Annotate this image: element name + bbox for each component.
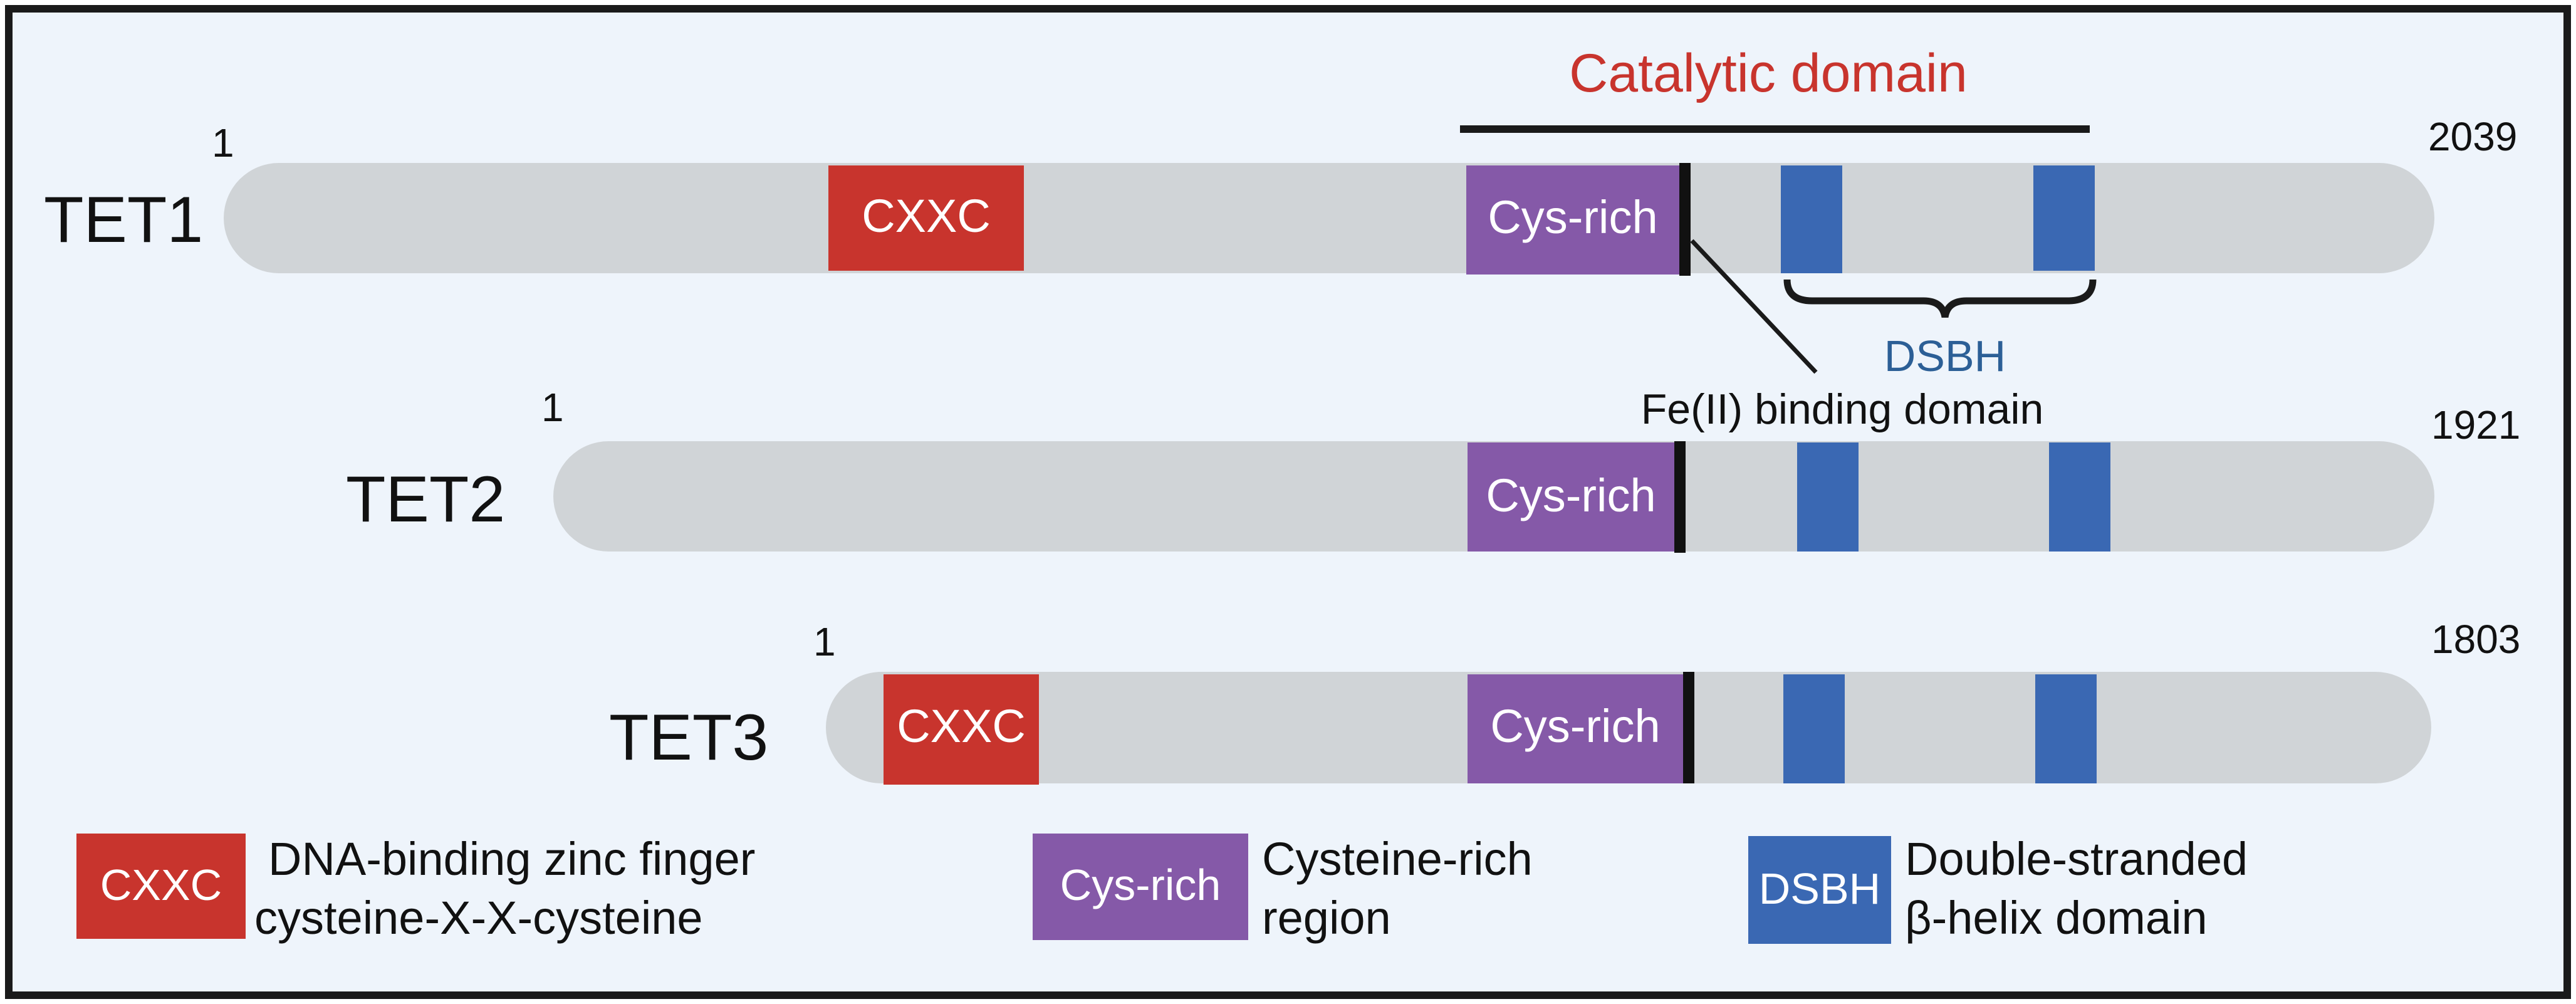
legend-item-dsbh: DSBH Double-stranded β-helix domain — [1748, 833, 2248, 944]
cys-rich-label-tet3: Cys-rich — [1490, 700, 1660, 752]
legend-swatch-dsbh — [1748, 836, 1891, 944]
protein-bar-tet1 — [224, 163, 2434, 273]
dsbh-brace — [1783, 279, 2097, 318]
legend-desc-dsbh-line1: Double-stranded — [1905, 833, 2248, 885]
cys-rich-domain-tet1 — [1466, 165, 1679, 275]
start-position-tet1: 1 — [212, 120, 234, 165]
dsbh-domain-tet2-b — [2049, 442, 2110, 552]
protein-name-tet3: TET3 — [609, 701, 768, 774]
legend-key-dsbh: DSBH — [1759, 864, 1880, 913]
dsbh-domain-tet3-b — [2035, 674, 2097, 783]
end-position-tet3: 1803 — [2431, 617, 2520, 662]
cxxc-label-tet3: CXXC — [897, 700, 1026, 752]
cys-rich-label-tet2: Cys-rich — [1486, 469, 1656, 521]
dsbh-annotation-label: DSBH — [1884, 332, 2006, 380]
protein-name-tet2: TET2 — [346, 463, 505, 536]
dsbh-domain-tet3-a — [1783, 674, 1845, 783]
legend-key-cxxc: CXXC — [100, 860, 222, 909]
protein-tet1: TET1 1 2039 CXXC Cys-rich — [44, 114, 2517, 276]
legend-desc-cys-rich-line2: region — [1262, 892, 1391, 944]
dsbh-domain-tet1-a — [1781, 165, 1842, 273]
legend-swatch-cys-rich — [1033, 834, 1248, 940]
fe-binding-marker-tet2 — [1674, 441, 1686, 553]
catalytic-domain-label: Catalytic domain — [1569, 43, 1968, 103]
legend-item-cxxc: CXXC DNA-binding zinc finger cysteine-X-… — [76, 833, 755, 944]
cys-rich-label-tet1: Cys-rich — [1488, 191, 1657, 243]
start-position-tet3: 1 — [813, 619, 836, 664]
protein-tet3: TET3 1 1803 CXXC Cys-rich — [609, 617, 2520, 785]
start-position-tet2: 1 — [541, 385, 564, 430]
protein-name-tet1: TET1 — [44, 184, 203, 256]
legend-item-cys-rich: Cys-rich Cysteine-rich region — [1033, 833, 1533, 944]
cxxc-domain-tet1 — [828, 165, 1024, 271]
dsbh-domain-tet1-b — [2033, 165, 2095, 271]
legend-desc-cxxc-line1: DNA-binding zinc finger — [268, 833, 755, 885]
legend-desc-cys-rich-line1: Cysteine-rich — [1262, 833, 1533, 885]
cys-rich-domain-tet3 — [1468, 674, 1683, 783]
protein-tet2: TET2 1 1921 Cys-rich — [346, 385, 2520, 553]
end-position-tet2: 1921 — [2431, 402, 2520, 447]
legend-key-cys-rich: Cys-rich — [1060, 860, 1221, 909]
fe-binding-pointer — [1690, 239, 1818, 374]
cxxc-domain-tet3 — [884, 674, 1039, 785]
legend-swatch-cxxc — [76, 834, 246, 939]
legend-desc-dsbh-line2: β-helix domain — [1905, 892, 2208, 944]
legend: CXXC DNA-binding zinc finger cysteine-X-… — [76, 833, 2248, 944]
legend-desc-cxxc-line2: cysteine-X-X-cysteine — [254, 892, 703, 944]
fe-binding-annotation-label: Fe(II) binding domain — [1641, 385, 2044, 433]
fe-binding-marker-tet3 — [1683, 672, 1694, 783]
dsbh-domain-tet2-a — [1797, 442, 1859, 552]
fe-binding-marker-tet1 — [1679, 163, 1691, 276]
end-position-tet1: 2039 — [2428, 114, 2517, 159]
cys-rich-domain-tet2 — [1468, 442, 1674, 552]
cxxc-label-tet1: CXXC — [862, 190, 991, 242]
